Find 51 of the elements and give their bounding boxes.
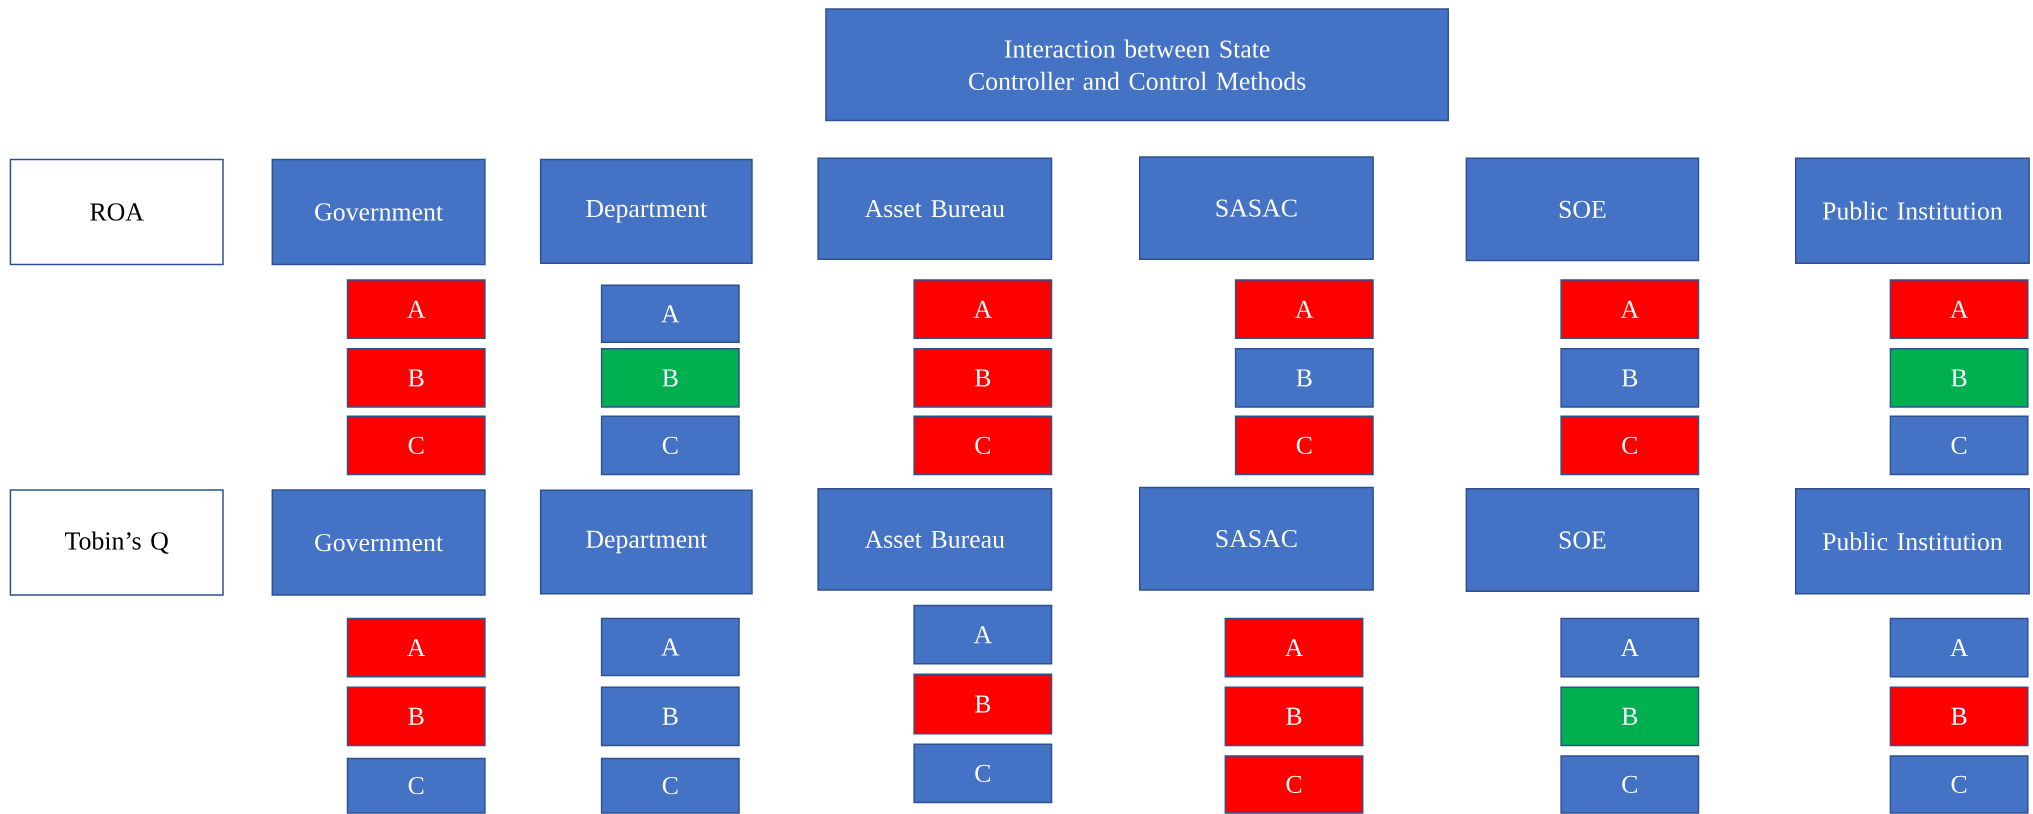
method-box: C (913, 743, 1053, 804)
method-box: A (600, 284, 740, 344)
method-box: C (600, 415, 740, 476)
method-box: C (1234, 415, 1374, 476)
method-box: A (1234, 279, 1374, 340)
method-box: B (1560, 348, 1700, 408)
category-box: Government (271, 158, 486, 266)
method-box: B (913, 348, 1053, 408)
method-box: A (1560, 617, 1700, 678)
method-box: A (346, 617, 486, 678)
category-box: SASAC (1138, 156, 1374, 261)
method-box: A (1224, 617, 1364, 678)
category-box: Asset Bureau (817, 157, 1053, 260)
category-box: SOE (1465, 157, 1700, 262)
category-box: Department (539, 489, 753, 595)
category-box: Government (271, 489, 486, 596)
method-box: C (1560, 415, 1700, 476)
method-box: B (1224, 686, 1364, 747)
category-box: Department (539, 158, 753, 264)
method-box: C (600, 757, 740, 814)
category-box: SASAC (1138, 486, 1374, 591)
method-box: C (1224, 755, 1364, 814)
method-box: B (1889, 348, 2029, 408)
method-box: C (346, 757, 486, 814)
method-box: B (913, 673, 1053, 735)
method-box: A (913, 279, 1053, 340)
method-box: A (1560, 279, 1700, 340)
method-box: B (1560, 686, 1700, 747)
method-box: C (913, 415, 1053, 476)
method-box: B (600, 686, 740, 747)
method-box: A (600, 617, 740, 677)
category-box: Public Institution (1794, 488, 2030, 595)
method-box: B (600, 348, 740, 408)
method-box: C (1889, 415, 2029, 476)
method-box: C (1560, 755, 1700, 814)
method-box: C (346, 415, 486, 476)
method-box: B (346, 348, 486, 408)
method-box: A (1889, 617, 2029, 678)
category-box: Public Institution (1794, 157, 2030, 264)
method-box: B (1889, 686, 2029, 747)
method-box: A (1889, 279, 2029, 340)
method-box: B (1234, 348, 1374, 408)
category-box: Asset Bureau (817, 488, 1053, 591)
method-box: A (346, 279, 486, 340)
row-label-box: ROA (9, 158, 224, 266)
category-box: SOE (1465, 488, 1700, 592)
row-label-box: Tobin’s Q (9, 489, 224, 596)
title-box: Interaction between State Controller and Control Methods (825, 8, 1449, 122)
method-box: C (1889, 755, 2029, 814)
method-box: B (346, 686, 486, 747)
method-box: A (913, 604, 1053, 665)
